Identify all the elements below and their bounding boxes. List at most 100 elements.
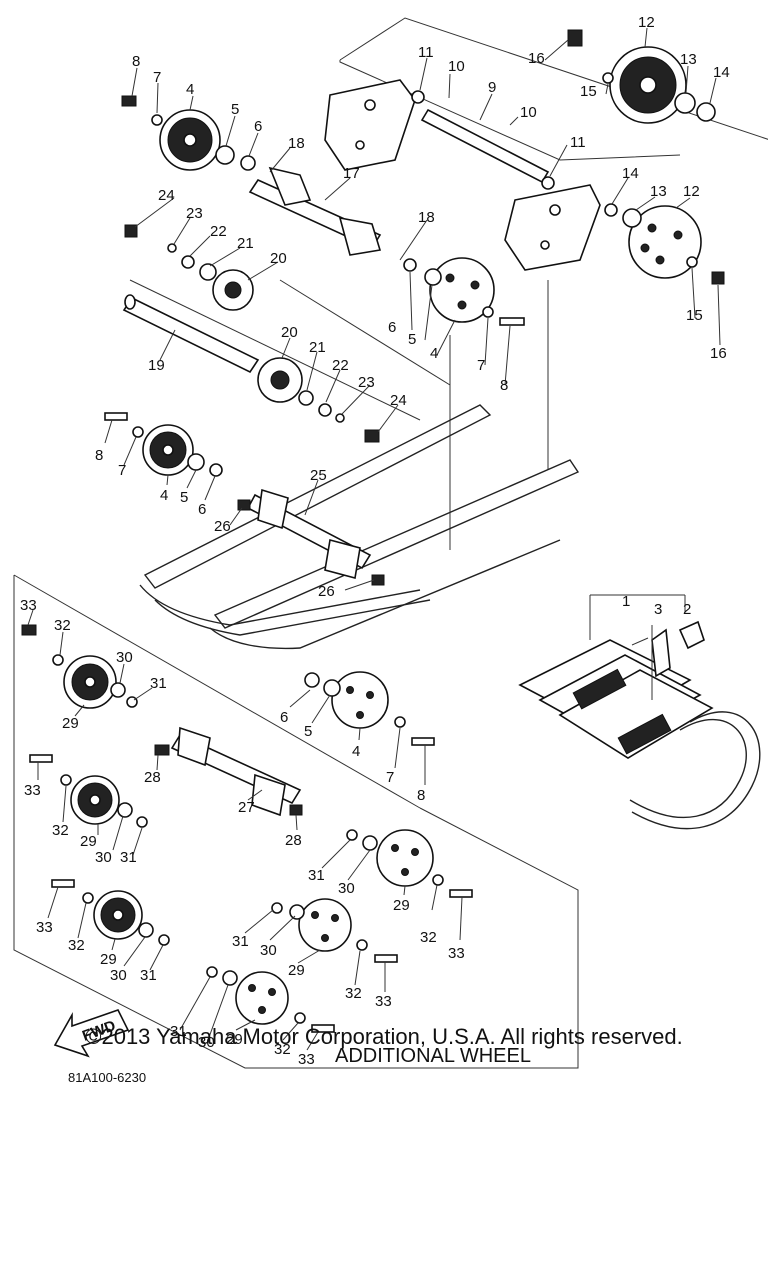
wheel-12-top [609, 46, 687, 124]
callout-7-d: 7 [386, 769, 394, 786]
callout-33-d: 33 [448, 945, 465, 962]
callout-30-c: 30 [338, 880, 355, 897]
callout-29-b: 29 [80, 833, 97, 850]
callout-6-b: 6 [388, 319, 396, 336]
callout-5-b: 5 [408, 331, 416, 348]
callout-12-b: 12 [683, 183, 700, 200]
callout-21: 21 [237, 235, 254, 252]
callout-30-b: 30 [95, 849, 112, 866]
drawing-number: 81A100-6230 [68, 1070, 146, 1085]
callout-30-e: 30 [260, 942, 277, 959]
callout-10-b: 10 [520, 104, 537, 121]
callout-18-b: 18 [418, 209, 435, 226]
callout-16-b: 16 [710, 345, 727, 362]
callout-29-c: 29 [393, 897, 410, 914]
additional-pivot-arm [170, 726, 302, 817]
wheel-29-f [235, 971, 289, 1025]
callout-29: 29 [62, 715, 79, 732]
callout-33-c: 33 [36, 919, 53, 936]
callout-32-c: 32 [68, 937, 85, 954]
wheel-12-right [628, 205, 702, 279]
callout-17: 17 [343, 165, 360, 182]
rear-bracket-right [504, 184, 601, 271]
callout-7-c: 7 [118, 462, 126, 479]
additional-wheel-box [13, 575, 579, 1069]
callout-30-f: 30 [198, 1034, 215, 1051]
track-belt [518, 594, 761, 830]
leader-lines [27, 27, 721, 1051]
callout-11-b: 11 [570, 134, 586, 151]
callout-8: 8 [132, 53, 140, 70]
callout-5: 5 [231, 101, 239, 118]
callout-32-e: 32 [345, 985, 362, 1002]
front-pivot-arm [248, 166, 382, 256]
callout-14-b: 14 [622, 165, 639, 182]
callout-6-d: 6 [280, 709, 288, 726]
wheel-20-right [257, 357, 303, 403]
callout-3: 3 [654, 601, 662, 618]
callout-26: 26 [214, 518, 231, 535]
wheel-4-mid [429, 257, 495, 323]
callout-6-c: 6 [198, 501, 206, 518]
callout-30: 30 [116, 649, 133, 666]
callout-15-b: 15 [686, 307, 703, 324]
callout-23: 23 [186, 205, 203, 222]
callout-31-d: 31 [140, 967, 157, 984]
callout-24: 24 [158, 187, 175, 204]
callout-31-b: 31 [120, 849, 137, 866]
wheel-4-lower [331, 671, 389, 729]
callout-32-b: 32 [52, 822, 69, 839]
callout-8-b: 8 [500, 377, 508, 394]
callout-5-d: 5 [304, 723, 312, 740]
callout-29-d: 29 [100, 951, 117, 968]
callout-7-b: 7 [477, 357, 485, 374]
slide-rail-right [209, 459, 580, 650]
idler-shaft [122, 294, 260, 374]
wheel-29-a [63, 655, 117, 709]
callout-15: 15 [580, 83, 597, 100]
wheel-29-e [298, 898, 352, 952]
callout-21-b: 21 [309, 339, 326, 356]
callout-29-e: 29 [288, 962, 305, 979]
callout-23-b: 23 [358, 374, 375, 391]
callout-12: 12 [638, 14, 655, 31]
callout-32: 32 [54, 617, 71, 634]
callout-20: 20 [270, 250, 287, 267]
callout-30-d: 30 [110, 967, 127, 984]
wheel-29-d [376, 829, 434, 887]
upper-frame-outline [339, 17, 768, 140]
callout-13-b: 13 [650, 183, 667, 200]
small-hardware [21, 29, 725, 1033]
wheel-4-top [159, 109, 221, 171]
wheel-29-b [70, 775, 120, 825]
callout-25: 25 [310, 467, 327, 484]
callout-14: 14 [713, 64, 730, 81]
section-label: ADDITIONAL WHEEL [335, 1045, 531, 1067]
callout-26-b: 26 [318, 583, 335, 600]
guide-line-d [279, 279, 451, 386]
callout-8-d: 8 [417, 787, 425, 804]
wheel-20-left [212, 269, 254, 311]
callout-28-b: 28 [285, 832, 302, 849]
parts-exploded-diagram: FWD [13, 14, 768, 1085]
callout-4-c: 4 [160, 487, 168, 504]
callout-2: 2 [683, 601, 691, 618]
guide-line-c [129, 279, 421, 421]
callout-7: 7 [153, 69, 161, 86]
rear-bracket-left [324, 79, 416, 171]
wheel-29-c [93, 890, 143, 940]
callout-22: 22 [210, 223, 227, 240]
callout-32-f: 32 [274, 1041, 291, 1058]
copyright-notice: ©2013 Yamaha Motor Corporation, U.S.A. A… [85, 1024, 683, 1049]
callout-4-d: 4 [352, 743, 360, 760]
callout-5-c: 5 [180, 489, 188, 506]
callout-24-b: 24 [390, 392, 407, 409]
callout-4: 4 [186, 81, 194, 98]
slide-rail-left [139, 404, 492, 636]
callout-31-c: 31 [308, 867, 325, 884]
callout-33-f: 33 [298, 1051, 315, 1068]
callout-22-b: 22 [332, 357, 349, 374]
callout-19: 19 [148, 357, 165, 374]
callout-8-c: 8 [95, 447, 103, 464]
callout-1: 1 [622, 593, 630, 610]
